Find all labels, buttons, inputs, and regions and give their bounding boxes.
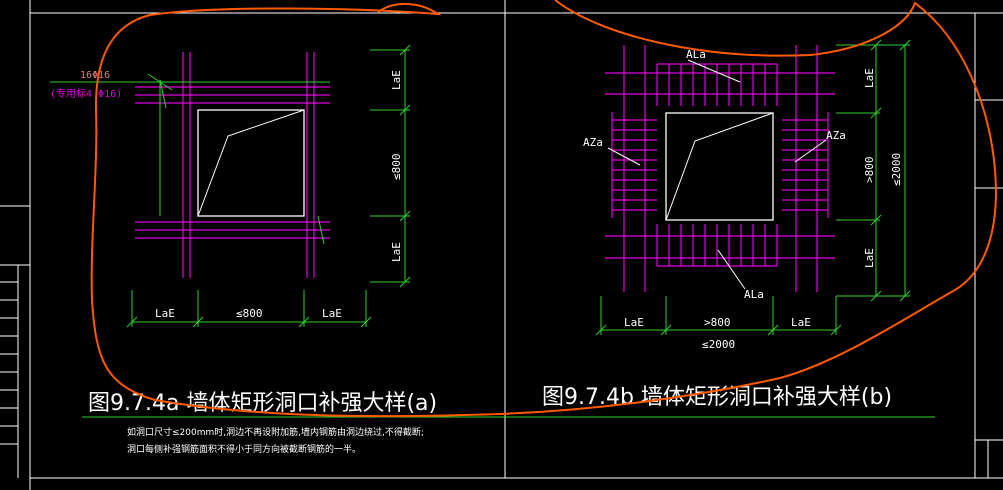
detail-a-dim-right-top: LaE <box>390 70 403 90</box>
detail-b-dim-bottom-total: ≤2000 <box>702 338 735 351</box>
detail-b-dim-right-total: ≤2000 <box>890 153 903 186</box>
detail-a-rebars <box>135 52 330 278</box>
detail-a-dim-bottom-mid: ≤800 <box>236 307 263 320</box>
detail-a-dim-right-mid: ≤800 <box>390 154 403 181</box>
detail-b-dim-bottom-mid: >800 <box>704 316 731 329</box>
detail-b-dim-right-bot: LaE <box>863 248 876 268</box>
detail-a-dim-bottom-left: LaE <box>155 307 175 320</box>
detail-b-label-left: AZa <box>583 136 603 149</box>
detail-a-opening-mark <box>197 109 305 217</box>
detail-a-dim-right-bot: LaE <box>390 242 403 262</box>
detail-b-leaders <box>607 59 827 290</box>
note-line-2: 洞口每侧补强钢筋面积不得小于同方向被截断钢筋的一半。 <box>127 443 361 455</box>
detail-b-dim-right-mid: >800 <box>863 157 876 184</box>
detail-b-label-bottom: ALa <box>744 288 764 301</box>
detail-b-dim-bottom-left: LaE <box>624 316 644 329</box>
detail-a-ticks <box>159 79 325 245</box>
detail-a-rebar-label-2: (专用标4 Φ16) <box>50 87 122 100</box>
detail-b-dim-bottom-right: LaE <box>791 316 811 329</box>
detail-b-dim-right-top: LaE <box>863 68 876 88</box>
detail-b-title: 图9.7.4b 墙体矩形洞口补强大样(b) <box>542 385 892 410</box>
detail-a: 16Φ16 (专用标4 Φ16) LaE ≤800 LaE <box>50 44 437 416</box>
detail-a-dim-right <box>370 44 411 288</box>
detail-b-label-right: AZa <box>826 129 846 142</box>
detail-b: ALa AZa AZa ALa LaE >800 ≤2000 LaE <box>542 39 911 410</box>
detail-b-opening <box>665 112 774 221</box>
detail-b-dim-bottom <box>595 296 842 336</box>
note-line-1: 如洞口尺寸≤200mm时,洞边不再设附加筋,墙内钢筋由洞边绕过,不得截断; <box>127 426 424 438</box>
detail-b-dim-right <box>836 39 911 302</box>
detail-a-rebar-label-1: 16Φ16 <box>80 70 110 81</box>
detail-a-dim-bottom-right: LaE <box>322 307 342 320</box>
detail-b-rebars <box>605 45 835 292</box>
revision-cloud-markup <box>90 0 997 418</box>
detail-a-opening <box>197 109 305 217</box>
detail-a-dim-bottom <box>126 290 372 328</box>
detail-b-opening-mark <box>665 112 774 221</box>
